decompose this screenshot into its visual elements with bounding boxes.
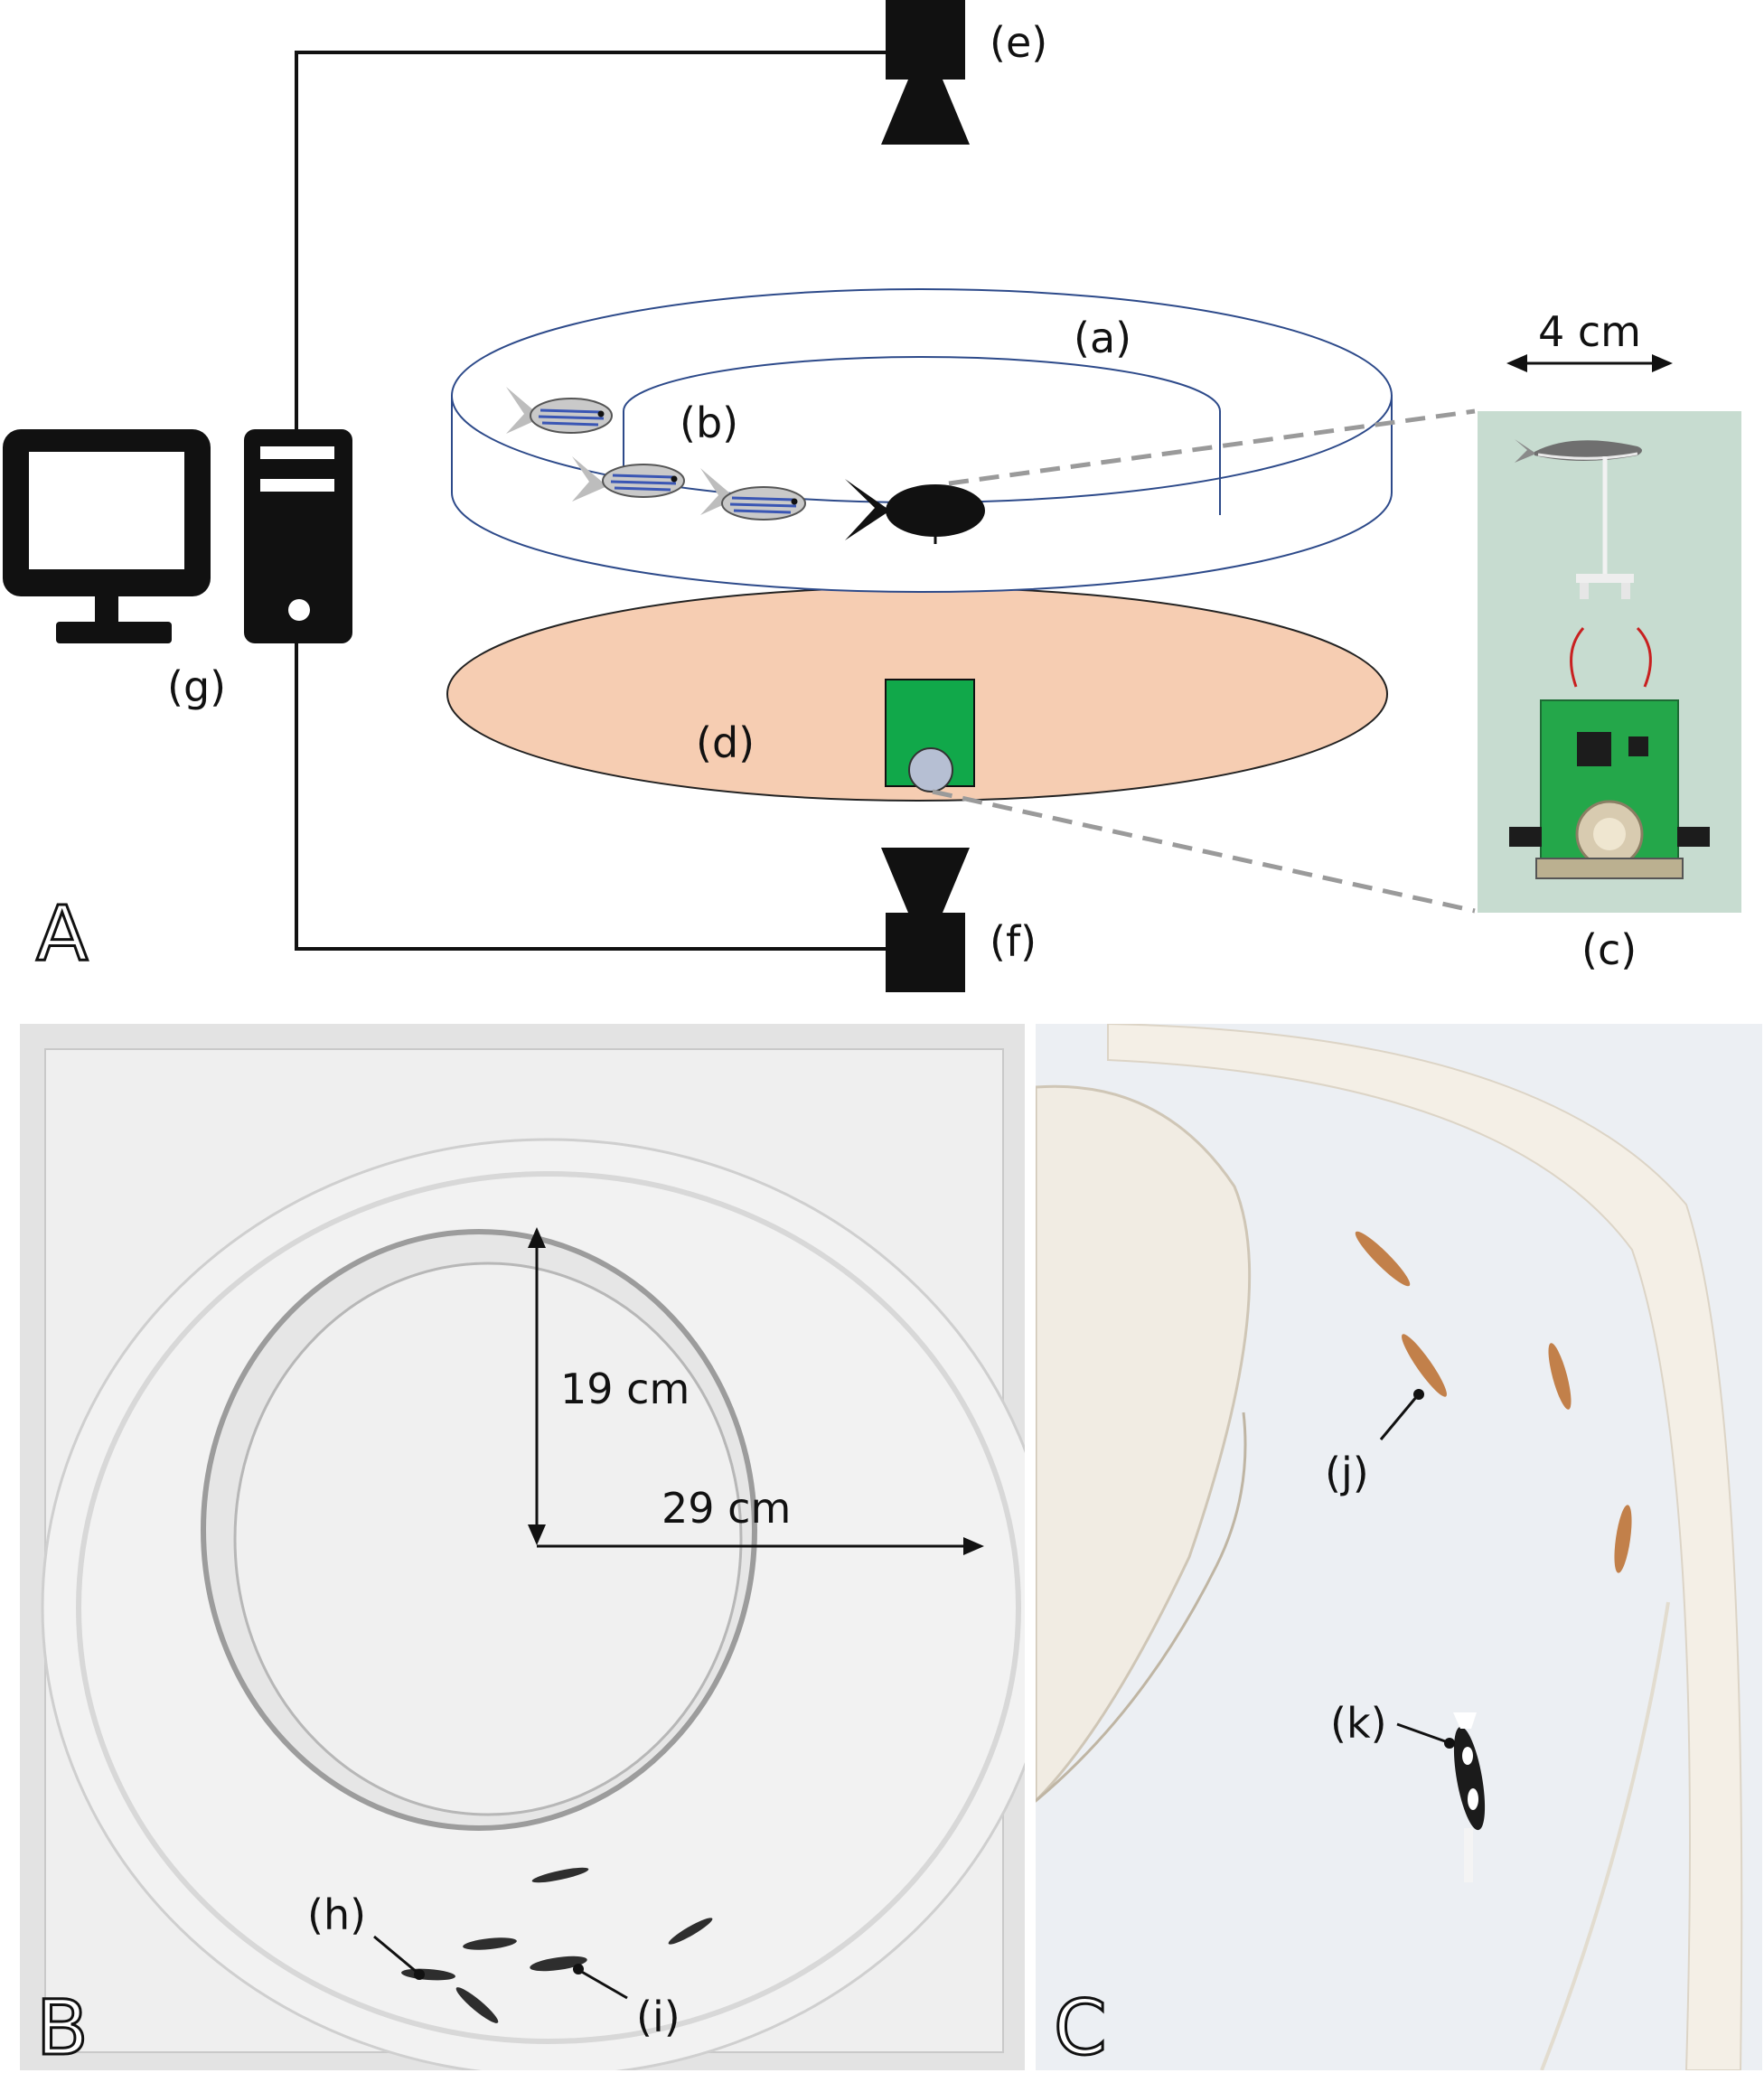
label-inner-radius: 19 cm — [560, 1365, 690, 1413]
label-fish-j: (j) — [1325, 1449, 1369, 1497]
ring-tank — [451, 288, 1393, 593]
wire-bottom — [295, 642, 887, 951]
top-camera-icon — [881, 0, 970, 145]
robot-photo — [1478, 411, 1741, 913]
label-robot: (c) — [1581, 925, 1637, 974]
label-outer-ring: (a) — [1074, 314, 1131, 362]
bottom-camera-icon — [881, 848, 970, 992]
wire-top — [295, 51, 887, 429]
label-camera-top: (e) — [990, 18, 1047, 67]
radius-arrows — [528, 1227, 984, 1555]
computer-icon — [3, 429, 352, 643]
zebrafish-group — [1355, 1231, 1632, 1573]
fish-icon-3 — [700, 468, 806, 521]
photo-side-view: (j) (k) C — [1036, 1024, 1762, 2070]
label-computer: (g) — [167, 662, 226, 711]
label-platform: (d) — [696, 718, 755, 767]
panel-letter-b: B — [36, 1984, 89, 2070]
fish-group — [401, 1867, 713, 2023]
lure-fish-icon — [845, 479, 985, 544]
scale-bar-label: 4 cm — [1538, 307, 1641, 356]
panel-letter-a: A — [36, 889, 88, 978]
photo-top-view: 19 cm 29 cm (h) (i) B — [20, 1024, 1025, 2070]
fish-icon-2 — [572, 456, 685, 502]
label-camera-bottom: (f) — [990, 917, 1037, 966]
fish-icon-1 — [506, 387, 613, 434]
leader-top — [948, 408, 1476, 486]
robot-module — [885, 679, 975, 793]
setup-diagram: (e) (f) (g) (a) (b) — [3, 0, 1741, 992]
lure-fish — [1453, 1712, 1486, 1882]
label-inner-ring: (b) — [680, 399, 738, 447]
scale-bar-arrow — [1506, 354, 1673, 372]
label-outer-radius: 29 cm — [662, 1484, 791, 1533]
label-fish-h: (h) — [307, 1890, 366, 1939]
panel-letter-c: C — [1054, 1984, 1107, 2070]
label-lure-k: (k) — [1330, 1699, 1387, 1748]
label-fish-i: (i) — [636, 1993, 680, 2041]
leader-bottom — [932, 789, 1476, 914]
